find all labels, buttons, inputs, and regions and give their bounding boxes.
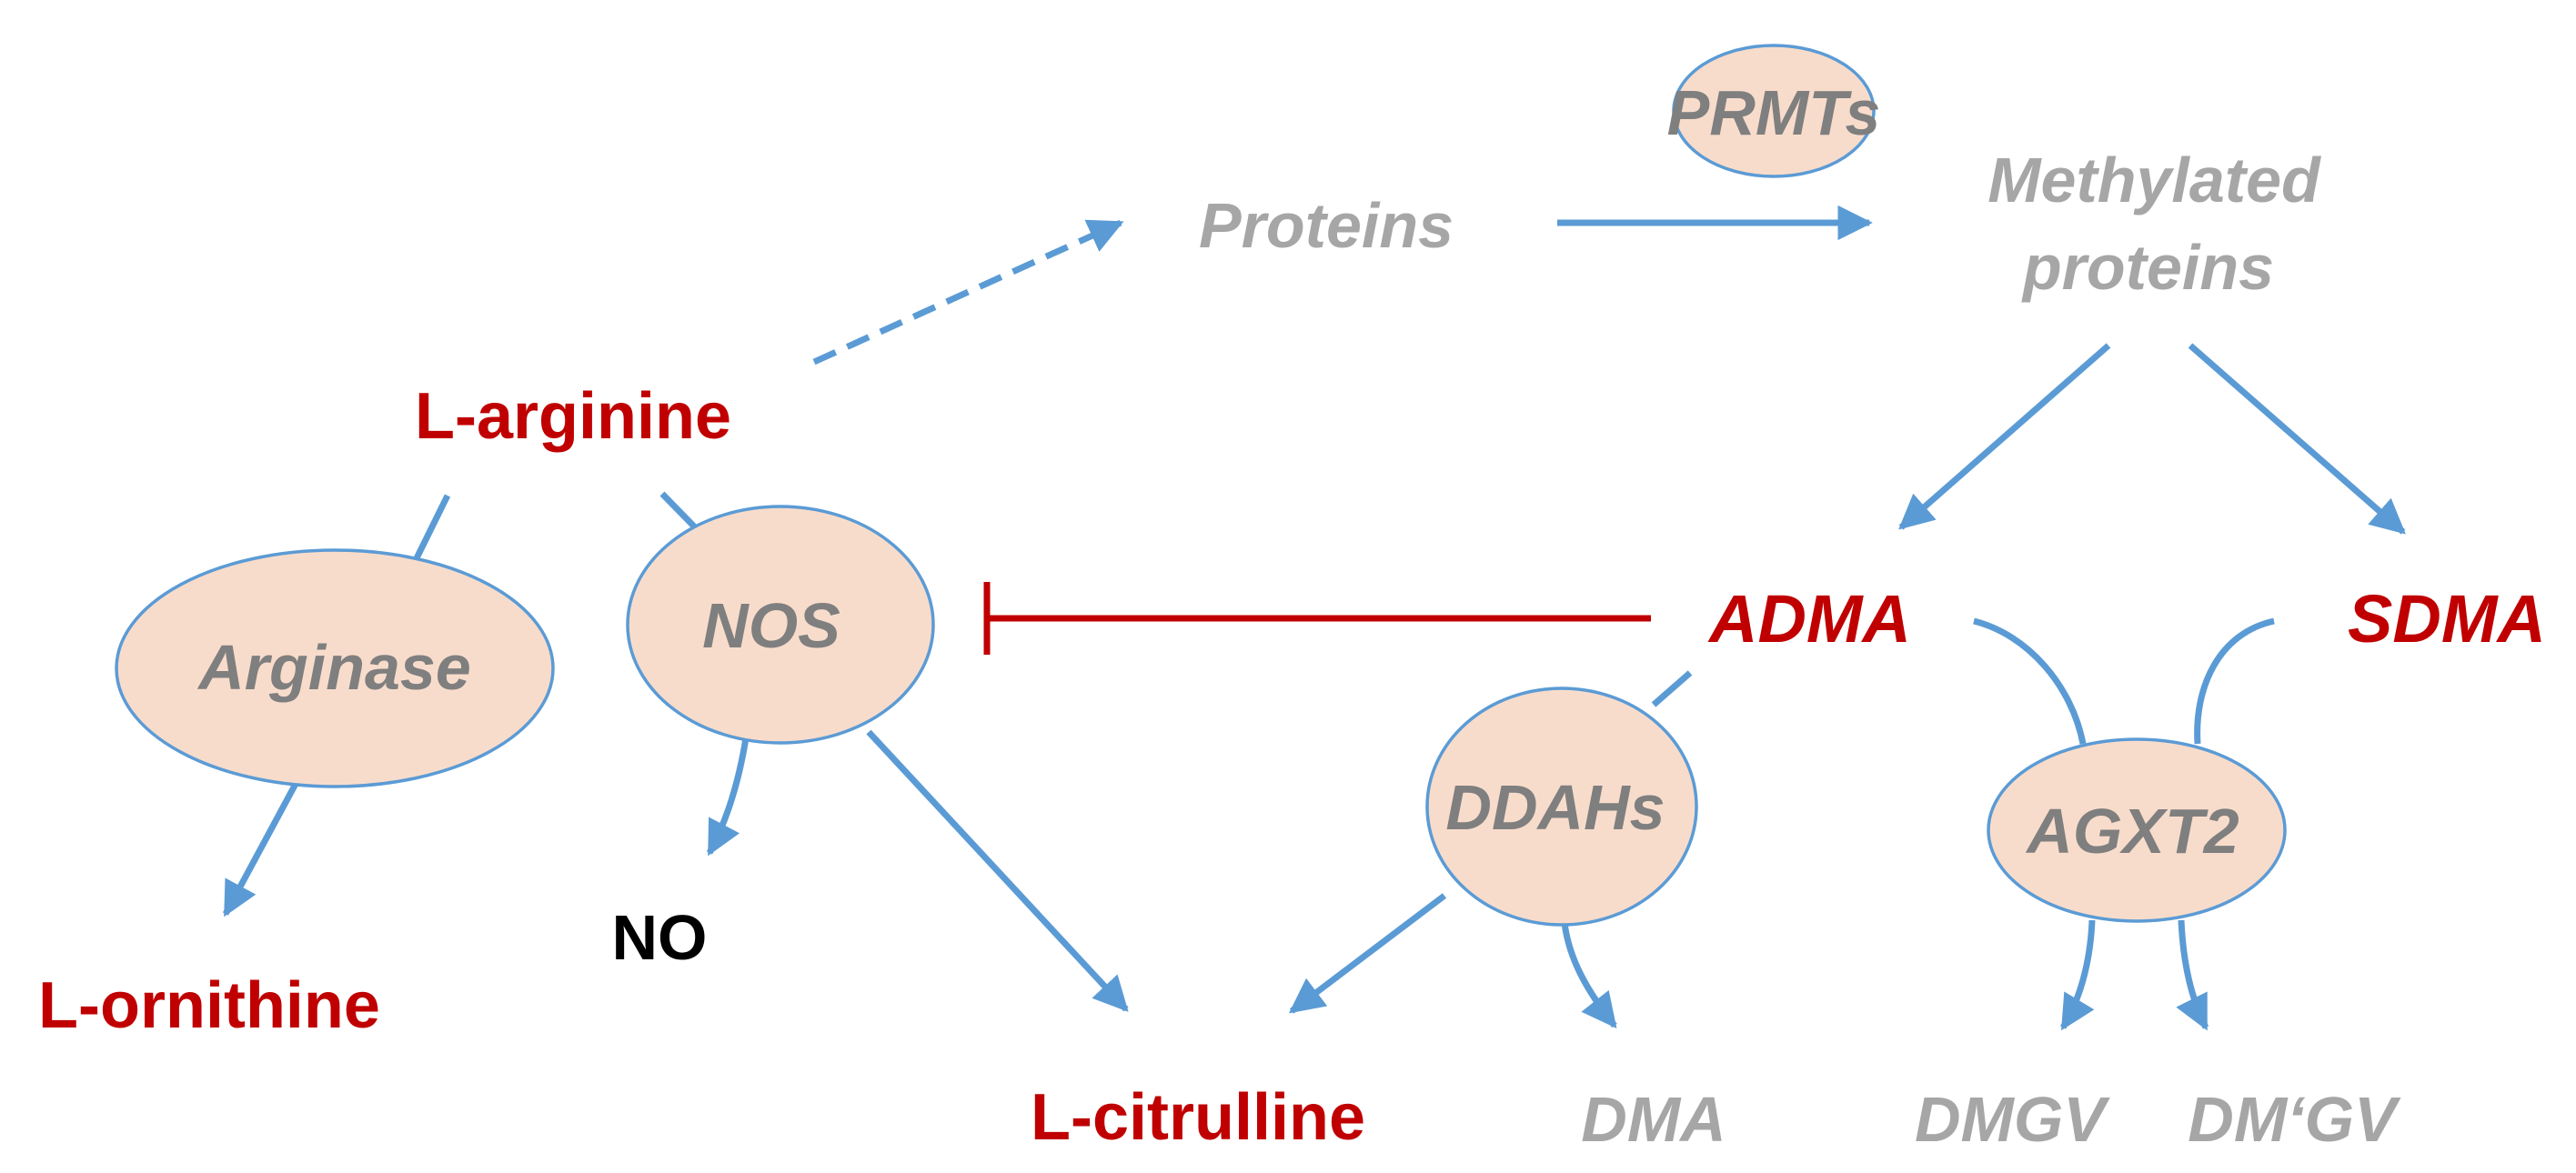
arginase-ellipse (115, 548, 555, 788)
methylated-proteins-line2: proteins (2021, 232, 2274, 303)
arrow-nos-to-no (706, 737, 750, 857)
ddahs-ellipse (1425, 687, 1698, 927)
arginase-label: Arginase (196, 632, 471, 703)
proteins-label: Proteins (1199, 190, 1454, 261)
line-arginine-to-nos (659, 491, 699, 532)
methylated-proteins-line1: Methylated (1987, 145, 2321, 216)
arrow-ddahs-to-dma (1561, 922, 1617, 1029)
arrow-methylated-to-sdma (2188, 343, 2406, 535)
arrow-arginine-to-proteins (812, 219, 1124, 366)
dma-label: DMA (1581, 1084, 1726, 1155)
agxt2-ellipse (1987, 737, 2287, 923)
prmts-label: PRMTs (1667, 77, 1881, 148)
arrow-methylated-to-adma (1898, 343, 2111, 530)
line-adma-to-ddahs (1651, 670, 1693, 707)
arrow-nos-to-citrulline (866, 729, 1129, 1012)
arrow-agxt2-to-dmprimegv (2176, 919, 2209, 1031)
line-adma-to-agxt2 (1973, 617, 2087, 745)
inhibition-adma-nos (983, 582, 1651, 655)
line-sdma-to-agxt2 (2194, 617, 2275, 745)
ddahs-label: DDAHs (1445, 772, 1665, 843)
l-ornithine-label: L-ornithine (38, 969, 380, 1042)
adma-label: ADMA (1707, 581, 1911, 657)
l-citrulline-label: L-citrulline (1031, 1081, 1365, 1154)
dm-prime-gv-label: DM‘GV (2188, 1084, 2401, 1155)
arrow-ddahs-to-citrulline (1288, 893, 1447, 1014)
sdma-label: SDMA (2348, 581, 2546, 657)
l-arginine-label: L-arginine (415, 380, 731, 453)
arrow-agxt2-to-dmgv (2059, 919, 2096, 1031)
dmgv-label: DMGV (1915, 1084, 2110, 1155)
prmts-ellipse (1672, 44, 1876, 178)
agxt2-label: AGXT2 (2025, 796, 2239, 867)
nos-label: NOS (702, 590, 840, 661)
arrow-arginase-to-ornithine (222, 782, 299, 917)
line-arginine-to-arginase (410, 494, 451, 566)
no-label: NO (612, 902, 708, 973)
nos-ellipse (626, 505, 935, 745)
